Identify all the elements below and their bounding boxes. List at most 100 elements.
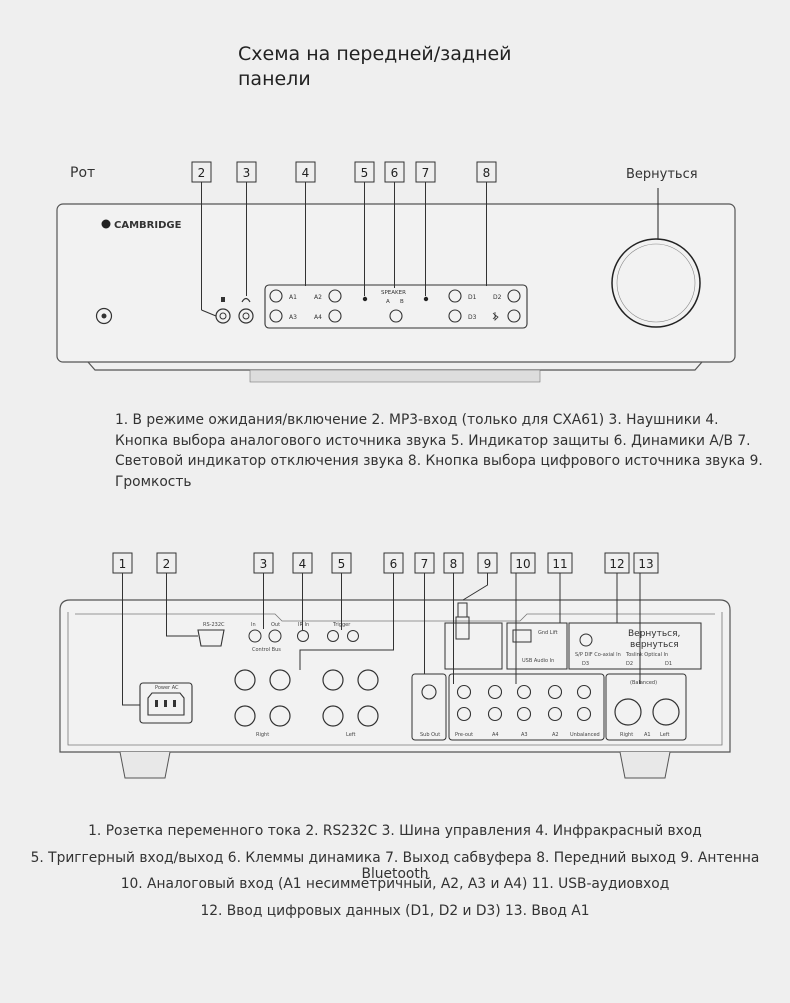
rca-jack[interactable] <box>456 706 472 722</box>
rca-jack[interactable] <box>516 684 532 700</box>
label-balanced: (Balanced) <box>630 680 657 686</box>
button-d1[interactable] <box>448 289 462 303</box>
rear-foot-left <box>119 751 171 779</box>
rear-caption-4: 12. Ввод цифровых данных (D1, D2 и D3) 1… <box>200 903 590 919</box>
button-a1[interactable] <box>269 289 283 303</box>
control-bus-out[interactable] <box>268 629 282 643</box>
speaker-terminal[interactable] <box>357 669 379 691</box>
speaker-terminal[interactable] <box>322 705 344 727</box>
protection-led <box>362 296 368 302</box>
label-control-bus: Control Bus <box>252 647 281 653</box>
coaxial-jack[interactable] <box>579 633 593 647</box>
brand-logo-icon <box>101 219 111 229</box>
label-d2: D2 <box>626 661 633 667</box>
leader-2b <box>201 309 217 317</box>
speaker-terminal[interactable] <box>234 669 256 691</box>
rs232-port[interactable] <box>197 629 225 647</box>
power-socket[interactable] <box>147 692 185 716</box>
button-d3[interactable] <box>448 309 462 323</box>
headphone-jack[interactable] <box>238 308 254 324</box>
label-d3: D3 <box>582 661 589 667</box>
callout-box-r10 <box>510 552 536 574</box>
ir-in-jack[interactable] <box>297 630 309 642</box>
rear-caption-2: 5. Триггерный вход/выход 6. Клеммы динам… <box>30 850 760 882</box>
callout-2: 2 <box>198 166 206 180</box>
callout-7: 7 <box>422 166 430 180</box>
speaker-terminal[interactable] <box>322 669 344 691</box>
rear-callout-2: 2 <box>163 557 171 571</box>
power-socket-frame <box>139 682 193 724</box>
mp3-icon <box>221 297 225 302</box>
button-bluetooth[interactable] <box>507 309 521 323</box>
rear-callout-7: 7 <box>421 557 429 571</box>
bt-usb-frame <box>444 622 503 670</box>
label-right: Right <box>256 732 269 738</box>
rca-jack[interactable] <box>487 684 503 700</box>
rca-jack[interactable] <box>487 706 503 722</box>
label-a4: A4 <box>492 732 499 738</box>
label-in: In <box>251 622 256 628</box>
trigger-in-jack[interactable] <box>327 630 339 642</box>
subout-frame <box>411 673 447 741</box>
front-chassis-base <box>87 361 703 371</box>
label-a2: A2 <box>314 294 322 301</box>
leader-r9 <box>462 573 488 601</box>
button-a4[interactable] <box>328 309 342 323</box>
label-rs232: RS-232C <box>203 622 225 628</box>
rear-callout-1: 1 <box>119 557 127 571</box>
digital-frame <box>568 622 702 670</box>
button-d2[interactable] <box>507 289 521 303</box>
title-line-2: панели <box>238 68 311 90</box>
rear-panel: Power AC RS-232C In Out Control Bus IR I… <box>59 552 731 779</box>
rear-callout-10: 10 <box>515 557 530 571</box>
callout-8: 8 <box>483 166 491 180</box>
label-a3: A3 <box>521 732 528 738</box>
rear-callout-5: 5 <box>338 557 346 571</box>
front-caption: 1. В режиме ожидания/включение 2. MP3-вх… <box>115 412 763 490</box>
power-button[interactable] <box>95 307 113 325</box>
callout-box-r13 <box>633 552 659 574</box>
xlr-block <box>605 673 687 741</box>
label-unbalanced: Unbalanced <box>570 732 600 738</box>
mp3-jack-inner <box>219 312 227 320</box>
control-bus-in[interactable] <box>248 629 262 643</box>
bt-antenna-base <box>455 616 470 640</box>
sub-out-jack[interactable] <box>421 684 437 700</box>
xlr-left[interactable] <box>652 698 680 726</box>
bluetooth-icon <box>492 312 499 321</box>
rear-top-rim <box>75 613 715 622</box>
speaker-terminal[interactable] <box>234 705 256 727</box>
button-a3[interactable] <box>269 309 283 323</box>
label-a3: A3 <box>289 314 297 321</box>
label-subout: Sub Out <box>420 732 440 738</box>
trigger-out-jack[interactable] <box>347 630 359 642</box>
rca-jack[interactable] <box>516 706 532 722</box>
label-speaker: SPEAKER <box>381 290 406 296</box>
rca-jack[interactable] <box>576 706 592 722</box>
rear-callout-3: 3 <box>260 557 268 571</box>
label-power: Power AC <box>155 685 179 691</box>
power-pin-r <box>173 700 176 707</box>
rca-jacks <box>456 684 592 722</box>
usb-frame <box>506 622 568 670</box>
speaker-terminal[interactable] <box>269 669 291 691</box>
label-toslink: Toslink Optical In <box>625 652 668 658</box>
title-line-1: Схема на передней/задней <box>238 43 512 65</box>
rear-caption-1: 1. Розетка переменного тока 2. RS232C 3.… <box>88 823 702 839</box>
button-a2[interactable] <box>328 289 342 303</box>
speaker-terminal[interactable] <box>357 705 379 727</box>
speaker-terminal[interactable] <box>269 705 291 727</box>
rca-jack[interactable] <box>456 684 472 700</box>
front-label-rot: Рот <box>70 165 95 181</box>
rear-foot-right <box>619 751 671 779</box>
rear-callout-12: 12 <box>609 557 624 571</box>
leader-r1 <box>122 573 140 706</box>
button-speaker-ab[interactable] <box>389 309 403 323</box>
label-a1: A1 <box>289 294 297 301</box>
volume-knob[interactable] <box>611 238 701 328</box>
xlr-right[interactable] <box>614 698 642 726</box>
usb-port[interactable] <box>512 629 532 643</box>
rca-jack[interactable] <box>547 684 563 700</box>
rca-jack[interactable] <box>576 684 592 700</box>
rca-jack[interactable] <box>547 706 563 722</box>
